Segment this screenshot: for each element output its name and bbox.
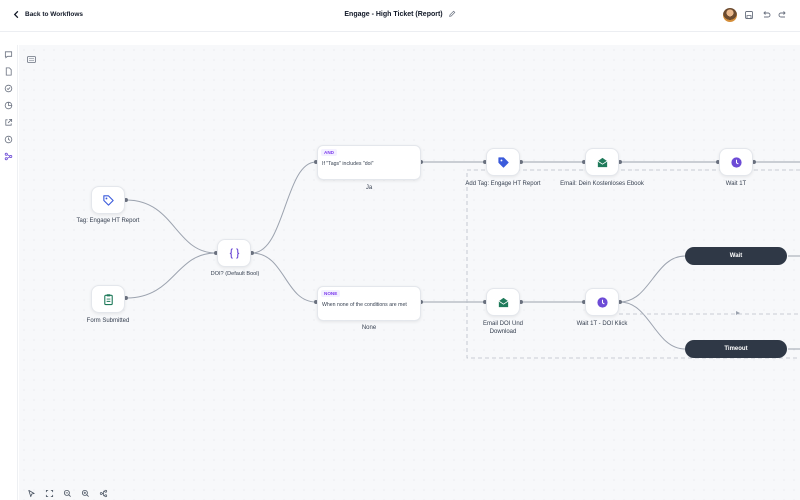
condition-and-badge: AND (321, 149, 337, 156)
condition-and-text: If "Tags" includes "doi" (322, 161, 374, 167)
external-link-icon[interactable] (4, 118, 13, 127)
wait-1t-node[interactable] (719, 148, 753, 176)
workflow-canvas[interactable] (19, 45, 800, 500)
workflow-icon[interactable] (4, 152, 13, 161)
comment-icon[interactable] (4, 50, 13, 59)
redo-icon[interactable] (778, 10, 788, 20)
branch-braces-icon (229, 247, 239, 259)
layout-tree-icon[interactable] (99, 489, 108, 498)
user-avatar[interactable] (723, 8, 737, 22)
condition-none-badge: NONE (321, 290, 341, 297)
clock-icon (596, 296, 608, 308)
check-circle-icon[interactable] (4, 84, 13, 93)
condition-none-text: When none of the conditions are met (322, 302, 407, 308)
top-bar: Back to Workflows Engage - High Ticket (… (0, 0, 800, 32)
add-tag-node[interactable] (486, 148, 520, 176)
wait-1t-label: Wait 1T (725, 181, 747, 187)
email-doi-label: Email DOI Und Download (482, 321, 523, 335)
zoom-out-icon[interactable] (63, 489, 72, 498)
trigger-tag-node[interactable] (91, 186, 125, 214)
save-icon[interactable] (744, 10, 754, 20)
keyboard-icon[interactable] (27, 56, 36, 63)
doi-branch-label: DOI? (Default Bool) (210, 271, 260, 277)
condition-none-card[interactable]: NONE When none of the conditions are met (317, 286, 421, 321)
undo-icon[interactable] (761, 10, 771, 20)
history-icon[interactable] (4, 135, 13, 144)
clipboard-icon (103, 293, 113, 305)
wait-doi-label: Wait 1T - DOI Klick (576, 321, 628, 327)
email-icon (498, 297, 508, 307)
workflow-title-area: Engage - High Ticket (Report) (0, 10, 800, 18)
branch-none-label: None (361, 325, 377, 331)
cursor-icon[interactable] (27, 489, 36, 498)
email-ebook-label: Email: Dein Kostenloses Ebook (560, 181, 644, 187)
branch-ja-label: Ja (365, 185, 373, 191)
wait-path-pill[interactable]: Wait (685, 247, 787, 265)
clock-icon (730, 156, 742, 168)
trigger-form-label: Form Submitted (86, 318, 130, 324)
trigger-form-node[interactable] (91, 285, 125, 313)
email-ebook-node[interactable] (585, 148, 619, 176)
email-icon (597, 157, 607, 167)
condition-and-card[interactable]: AND If "Tags" includes "doi" (317, 145, 421, 180)
chevron-left-icon (13, 10, 19, 19)
pie-chart-icon[interactable] (4, 101, 13, 110)
canvas-toolbar (27, 489, 108, 498)
fit-view-icon[interactable] (45, 489, 54, 498)
back-to-workflows-link[interactable]: Back to Workflows (12, 10, 83, 19)
trigger-tag-label: Tag: Engage HT Report (76, 218, 140, 224)
tag-filled-icon (497, 156, 509, 168)
timeout-path-pill[interactable]: Timeout (685, 340, 787, 358)
zoom-in-icon[interactable] (81, 489, 90, 498)
doi-branch-node[interactable] (217, 239, 251, 267)
workflow-title[interactable]: Engage - High Ticket (Report) (344, 10, 443, 18)
back-label: Back to Workflows (25, 11, 84, 18)
pencil-icon[interactable] (448, 10, 456, 18)
add-tag-label: Add Tag: Engage HT Report (465, 181, 541, 187)
email-doi-node[interactable] (486, 288, 520, 316)
document-icon[interactable] (4, 67, 13, 76)
tag-icon (102, 194, 114, 206)
left-sidebar (0, 45, 18, 500)
wait-doi-node[interactable] (585, 288, 619, 316)
